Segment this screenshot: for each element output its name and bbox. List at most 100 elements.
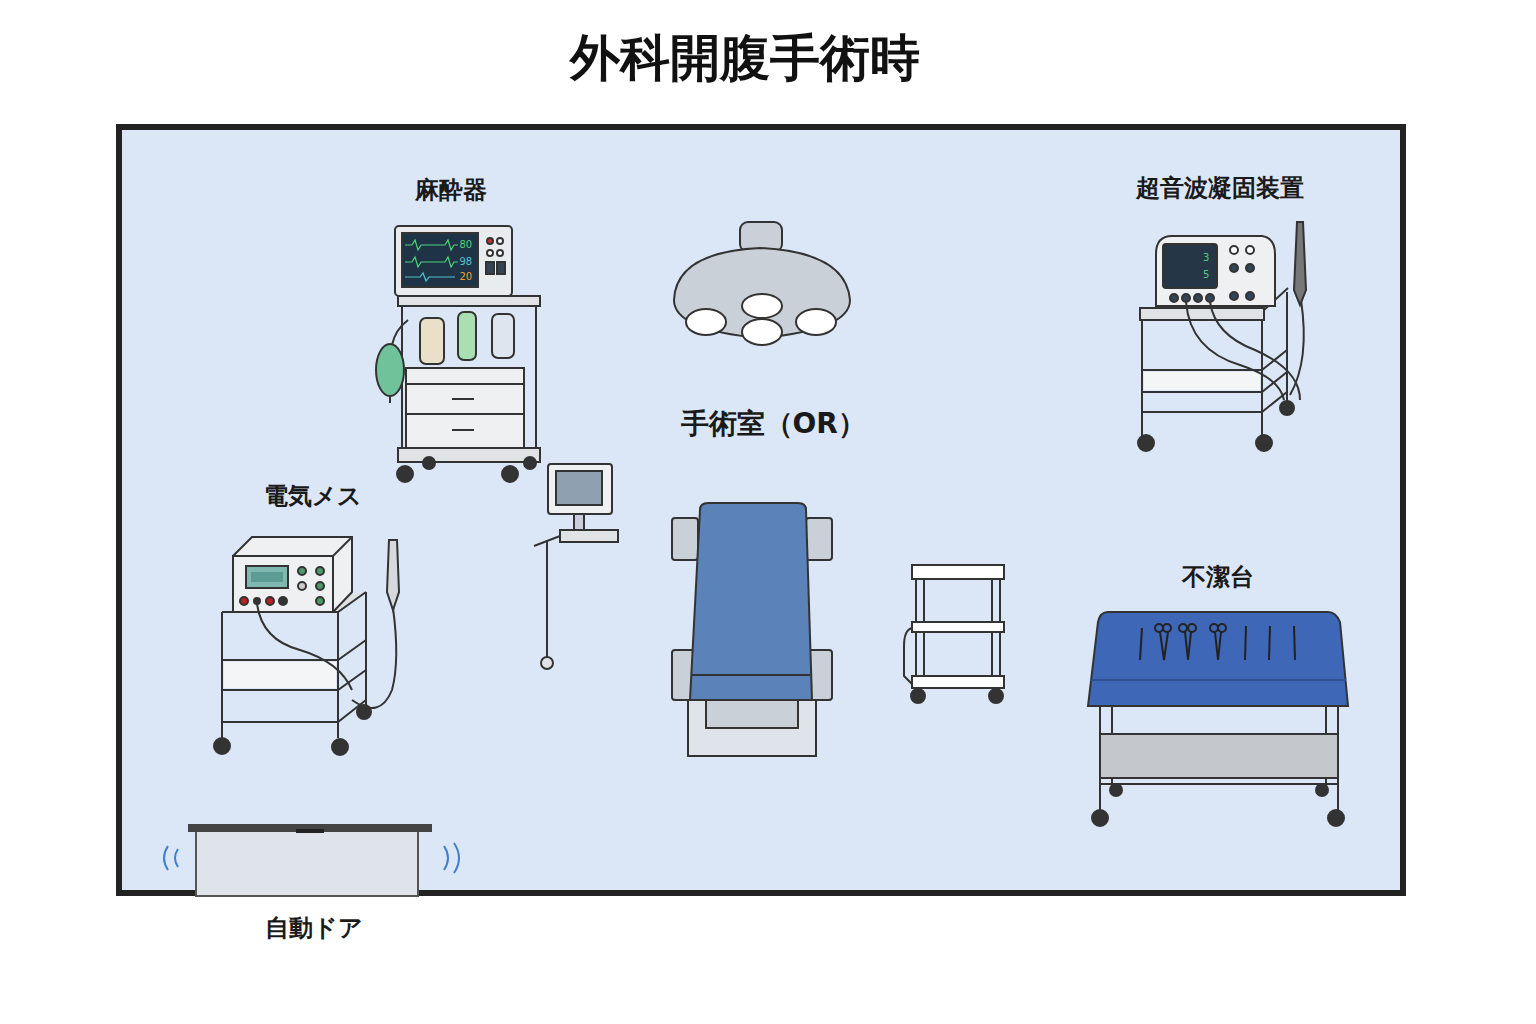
diagram-title: 外科開腹手術時: [570, 33, 920, 83]
monitor-value: 98: [460, 257, 473, 267]
operating-table-part: [690, 503, 812, 700]
unclean-table-part-part: [1215, 632, 1221, 660]
electrosurgical-unit-part: [357, 705, 371, 719]
unclean-table-part-part: [1294, 626, 1295, 660]
unclean-table-part-part: [1188, 624, 1196, 632]
room-label: 手術室（OR）: [681, 410, 866, 438]
surgical-lamp-part: [686, 309, 726, 335]
operating-table: [672, 503, 832, 756]
ultrasonic-coagulation-device-part: [1246, 264, 1254, 272]
pole-monitor-part: [556, 471, 602, 505]
pole-monitor-part: [541, 657, 553, 669]
electrosurgical-unit-part: [387, 540, 399, 610]
anesthesia-machine-part: [405, 240, 458, 250]
anesthesia-machine-part: [524, 457, 536, 469]
instrument-trolley-part: [911, 689, 925, 703]
electrosurgical-unit-part: [298, 567, 306, 575]
electrosurgical-unit-part: [221, 612, 223, 738]
operating-table-part: [706, 700, 798, 728]
unclean-table-part-part: [1160, 632, 1168, 660]
surgical-lamp-part: [742, 294, 782, 318]
operating-table-part: [806, 518, 832, 560]
electrosurgical-unit-part: [214, 738, 230, 754]
equipment-label: 不潔台: [1182, 565, 1254, 589]
ultrasonic-coagulation-device-part: [1170, 294, 1178, 302]
automatic-door-part: [296, 829, 324, 833]
anesthesia-machine-part: [497, 262, 505, 274]
ultrasonic-coagulation-device-part: [1246, 292, 1254, 300]
monitor-value: 80: [460, 240, 473, 250]
monitor-value: 20: [460, 272, 473, 282]
anesthesia-machine-part: [452, 429, 474, 431]
ultrasonic-coagulation-device-part: [1144, 372, 1260, 390]
unclean-table-part: [1328, 810, 1344, 826]
pole-monitor-part: [574, 514, 584, 530]
electrosurgical-unit-part: [251, 572, 283, 582]
ultrasonic-coagulation-device-part: [1286, 292, 1288, 405]
anesthesia-machine-part: [487, 250, 493, 256]
operating-table-part: [688, 700, 816, 756]
ultrasonic-coagulation-device-part: [1256, 435, 1272, 451]
anesthesia-machine-part: [497, 238, 503, 244]
operating-table-part: [672, 518, 698, 560]
electrosurgical-unit-part: [233, 556, 333, 612]
anesthesia-machine-part: [486, 262, 494, 274]
electrosurgical-unit-part: [246, 566, 288, 588]
anesthesia-machine-part: [406, 383, 524, 385]
equipment-label: 電気メス: [264, 484, 362, 508]
instrument-trolley-part: [912, 622, 1004, 632]
anesthesia-machine-part: [487, 238, 493, 244]
electrosurgical-unit-part: [316, 597, 324, 605]
pole-monitor-part: [560, 530, 618, 542]
unclean-table-part: [1100, 734, 1338, 778]
surgical-lamp-part: [742, 319, 782, 345]
ultrasonic-coagulation-device-part: [1141, 318, 1143, 440]
ultrasonic-coagulation-device-part: [1230, 264, 1238, 272]
electrosurgical-unit-part: [233, 537, 352, 612]
instrument-trolley-part: [989, 689, 1003, 703]
instrument-trolley-part: [999, 579, 1001, 688]
anesthesia-machine-part: [406, 413, 524, 415]
anesthesia-machine-part: [452, 398, 474, 400]
anesthesia-machine-part: [423, 457, 435, 469]
unclean-table-part: [1100, 783, 1338, 785]
automatic-door-part: [188, 824, 432, 832]
anesthesia-machine-part: [492, 314, 514, 358]
instrument-trolley-part: [923, 579, 925, 688]
instrument-trolley-part: [915, 579, 917, 688]
ultrasonic-coagulation-device-part: [1230, 246, 1238, 254]
anesthesia-machine-part: [389, 396, 391, 403]
display-value: 5: [1203, 270, 1209, 280]
unclean-table-part-part: [1140, 628, 1142, 660]
unclean-table-part-part: [1269, 626, 1270, 660]
anesthesia-machine-part: [376, 344, 404, 396]
anesthesia-machine-part: [405, 257, 458, 267]
unclean-table-part: [1110, 784, 1122, 796]
automatic-door-part: [196, 830, 418, 896]
electrosurgical-unit-part: [365, 592, 367, 705]
instrument-trolley-part: [991, 579, 993, 688]
electrosurgical-unit-part: [240, 597, 248, 605]
unclean-table-part: [1092, 810, 1108, 826]
ultrasonic-coagulation-device-part: [1140, 308, 1264, 320]
electrosurgical-unit-part: [298, 582, 306, 590]
anesthesia-machine-part: [395, 226, 512, 296]
anesthesia-machine-part: [497, 250, 503, 256]
electrosurgical-unit-part: [266, 597, 274, 605]
unclean-table-part: [1316, 784, 1328, 796]
unclean-table-part-part: [1210, 624, 1218, 632]
unclean-table-part: [1140, 624, 1295, 660]
display-value: 3: [1203, 253, 1209, 263]
ultrasonic-coagulation-device-part: [1194, 294, 1202, 302]
ultrasonic-coagulation-device-part: [1138, 435, 1154, 451]
anesthesia-machine-part: [398, 448, 540, 462]
electrosurgical-unit-part: [333, 537, 352, 556]
equipment-label: 超音波凝固装置: [1136, 176, 1304, 200]
ultrasonic-coagulation-device-part: [1163, 244, 1217, 288]
ultrasonic-coagulation-device-part: [1294, 222, 1306, 305]
unclean-table-part-part: [1155, 624, 1163, 632]
anesthesia-machine-part: [397, 466, 413, 482]
electrosurgical-unit-part: [316, 567, 324, 575]
anesthesia-machine-part: [535, 306, 537, 450]
